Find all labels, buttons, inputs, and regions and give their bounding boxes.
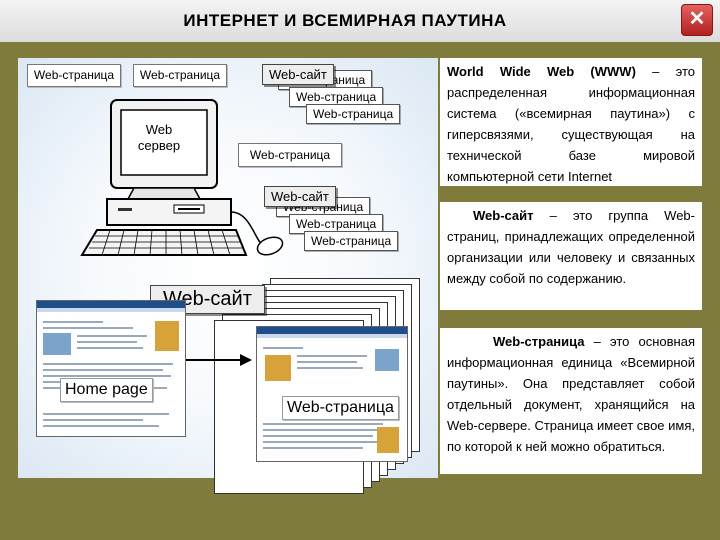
www-text: – это распределенная информационная сист… [447,64,695,184]
page-text: – это основная информационная единица «В… [447,334,695,454]
web-site-label-2: Web-сайт [264,186,336,207]
web-page-label-big: Web-страница [282,396,399,420]
web-page-label-3: Web-страница [238,143,342,167]
arrow-icon [186,354,252,366]
web-site-label-1: Web-сайт [262,64,334,85]
www-term: World Wide Web (WWW) [447,64,636,79]
close-icon[interactable]: ✕ [681,4,713,36]
home-page-label: Home page [60,378,153,402]
slide-title: ИНТЕРНЕТ И ВСЕМИРНАЯ ПАУТИНА [183,11,507,30]
web-page-stack-item: Web-страница [304,231,399,251]
site-text: – это группа Web-страниц, принадлежащих … [447,208,695,286]
home-page-screenshot[interactable] [36,300,186,437]
page-term: Web-страница [493,334,585,349]
definition-site: Web-сайт – это группа Web-страниц, прина… [440,202,702,310]
definition-page: Web-страница – это основная информационн… [440,328,702,474]
web-page-label-1: Web-страница [27,64,121,87]
web-page-stack-item: Web-страница [289,214,384,234]
site-term: Web-сайт [473,208,534,223]
web-server-label: Web сервер [137,122,181,153]
title-bar: ИНТЕРНЕТ И ВСЕМИРНАЯ ПАУТИНА ✕ [0,0,720,43]
computer-icon [80,99,284,256]
site-page-screenshot[interactable] [256,326,408,462]
definition-www: World Wide Web (WWW) – это распределенна… [440,58,702,186]
web-page-label-2: Web-страница [133,64,227,87]
web-page-stack-item: Web-страница [306,104,401,124]
